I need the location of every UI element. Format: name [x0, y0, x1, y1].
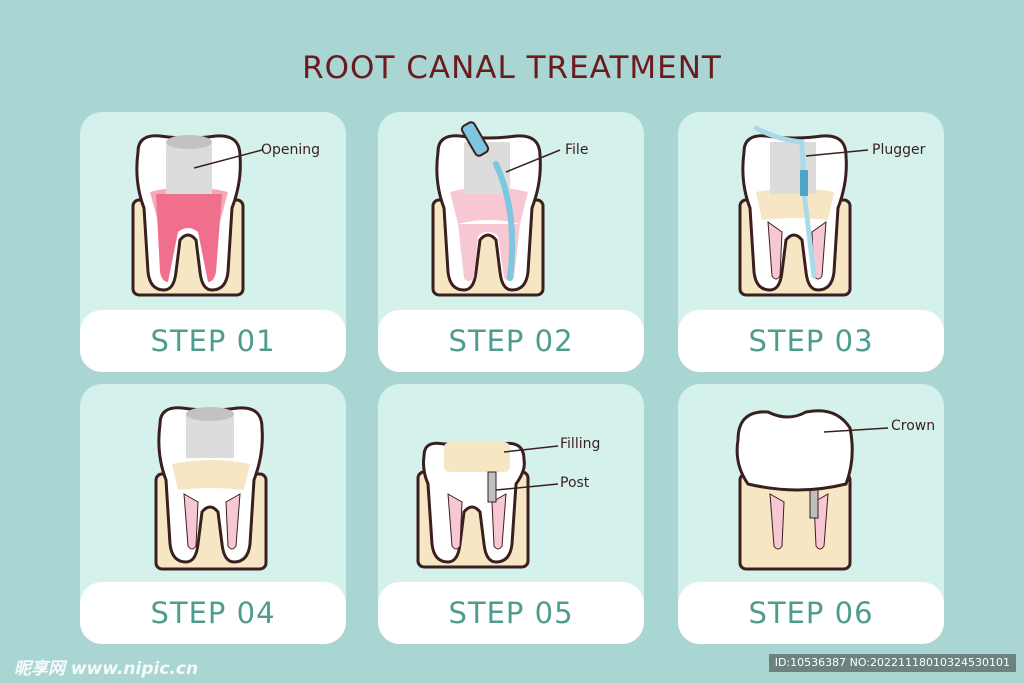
page-title: ROOT CANAL TREATMENT [302, 50, 722, 86]
callout-crown: Crown [891, 418, 936, 434]
step-card-02: File STEP 02 [378, 112, 644, 372]
step-label: STEP 05 [448, 596, 574, 630]
step-label: STEP 02 [448, 324, 574, 358]
tooth-file-illustration [431, 121, 561, 297]
callout-filling: Filling [560, 436, 601, 452]
step-card-04: STEP 04 [80, 384, 346, 644]
watermark-logo: 昵享网 www.nipic.cn [14, 659, 199, 679]
step-footer: STEP 02 [378, 310, 644, 372]
step-label: STEP 03 [748, 324, 874, 358]
tooth-sealed-illustration [154, 406, 268, 571]
step-label: STEP 04 [150, 596, 276, 630]
step-label: STEP 01 [150, 324, 276, 358]
step-card-05: Filling Post STEP 05 [378, 384, 644, 644]
tooth-crown-illustration [735, 409, 889, 571]
tooth-filling-post-illustration [416, 441, 559, 569]
step-card-01: Opening STEP 01 [80, 112, 346, 372]
step-footer: STEP 03 [678, 310, 944, 372]
tooth-plugger-illustration [738, 125, 869, 297]
step-footer: STEP 04 [80, 582, 346, 644]
step-footer: STEP 06 [678, 582, 944, 644]
step-footer: STEP 01 [80, 310, 346, 372]
step-card-03: Plugger STEP 03 [678, 112, 944, 372]
watermark-id: ID:10536387 NO:20221118010324530101 [768, 654, 1016, 672]
step-footer: STEP 05 [378, 582, 644, 644]
callout-file: File [565, 142, 589, 158]
step-label: STEP 06 [748, 596, 874, 630]
tooth-opening-illustration [131, 134, 263, 297]
callout-opening: Opening [261, 142, 321, 158]
callout-plugger: Plugger [872, 142, 926, 158]
step-card-06: Crown STEP 06 [678, 384, 944, 644]
callout-post: Post [560, 475, 590, 491]
